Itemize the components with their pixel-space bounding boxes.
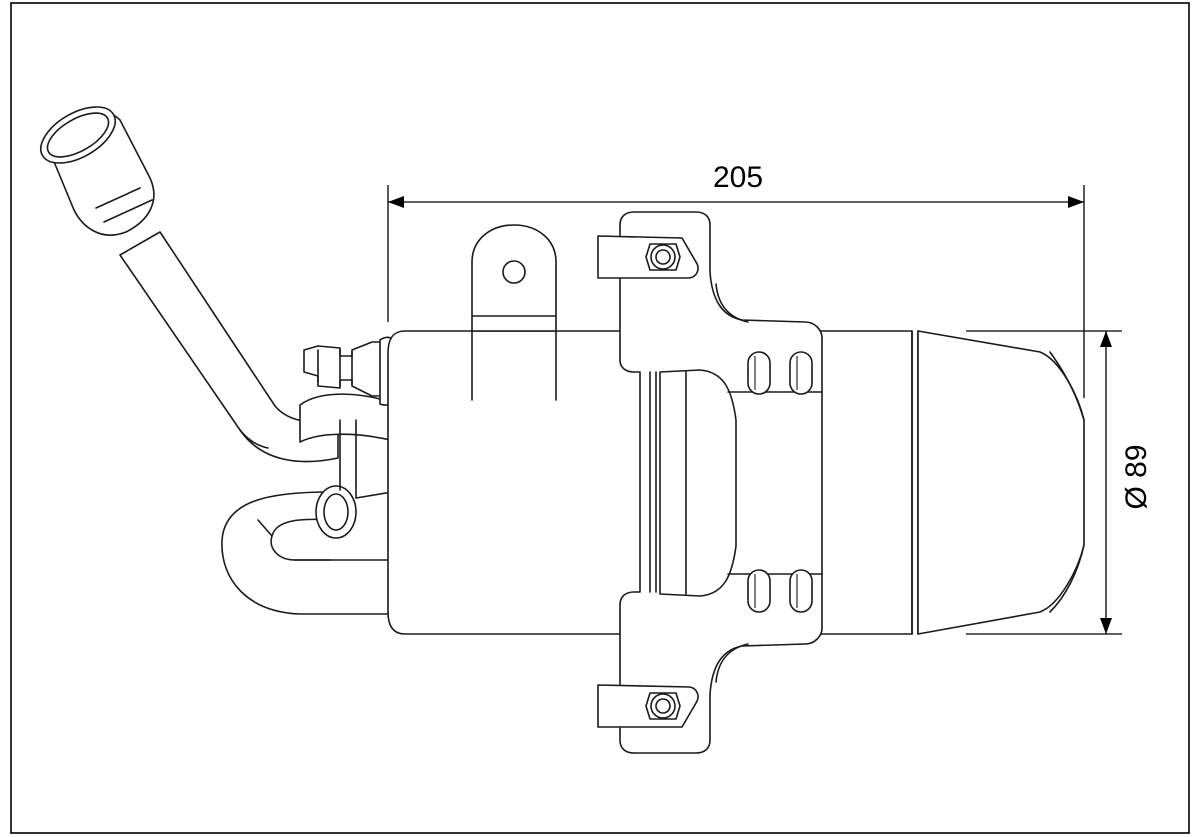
inlet-pipe: [40, 106, 339, 463]
length-dimension: 205: [387, 161, 1085, 398]
diameter-arrow-top: [1100, 331, 1112, 347]
bracket-tab-top: [597, 235, 699, 279]
end-cap: [917, 330, 1085, 635]
mounting-bracket: [619, 211, 823, 754]
drawing-frame: [10, 2, 1190, 834]
mounting-lug: [471, 224, 557, 401]
length-dimension-label: 205: [713, 161, 763, 194]
outlet-pipe: [221, 393, 393, 615]
bracket-rivets: [747, 351, 813, 613]
diameter-dimension: Ø 89: [966, 330, 1153, 635]
length-arrow-left: [388, 196, 404, 208]
diameter-dimension-label: Ø 89: [1120, 444, 1153, 509]
diameter-arrow-bottom: [1100, 618, 1112, 634]
length-arrow-right: [1068, 196, 1084, 208]
bracket-tab-bottom: [597, 684, 699, 728]
